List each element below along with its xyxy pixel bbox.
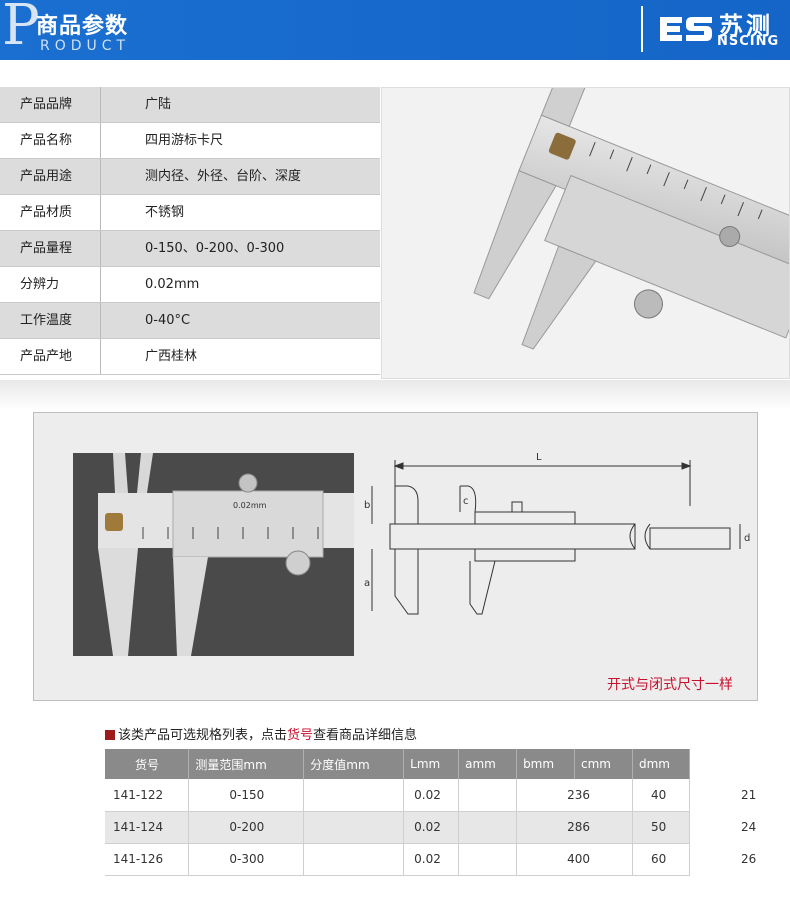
spec-key: 产品产地 [0, 339, 101, 374]
dim-label-b: b [364, 500, 370, 511]
table-row: 141-122 0-150 0.02 236 40 [105, 779, 691, 812]
cell-empty [303, 779, 405, 812]
cell-empty [458, 779, 518, 812]
spec-row: 产品材质 不锈钢 [0, 195, 380, 231]
intro-prefix: 该类产品可选规格列表，点击 [118, 728, 288, 743]
brand-name-en: NSCING [717, 34, 780, 49]
dim-label-d: d [744, 533, 750, 544]
spec-row: 产品名称 四用游标卡尺 [0, 123, 380, 159]
cell-range: 0-150 [188, 779, 305, 812]
spec-row: 产品品牌 广陆 [0, 87, 380, 123]
spec-value: 四用游标卡尺 [145, 133, 224, 148]
table-intro: 该类产品可选规格列表，点击货号查看商品详细信息 [105, 724, 417, 743]
spec-row: 产品产地 广西桂林 [0, 339, 380, 375]
header-letter: P [2, 0, 40, 58]
dim-label-L: L [536, 452, 542, 463]
col-header: 分度值mm [303, 749, 405, 779]
table-row: 141-124 0-200 0.02 286 50 [105, 811, 691, 844]
dim-label-c: c [463, 496, 469, 507]
cell-b: 286 [516, 811, 633, 844]
overflow-value: 24 [741, 820, 757, 834]
spec-value: 广西桂林 [145, 349, 198, 364]
spec-value: 0.02mm [145, 277, 200, 292]
col-header: 货号 [105, 749, 190, 779]
cell-d: 60 [632, 843, 691, 876]
spec-value: 0-40°C [145, 313, 191, 328]
spec-key: 产品名称 [0, 123, 101, 158]
spec-row: 工作温度 0-40°C [0, 303, 380, 339]
cell-empty [458, 811, 518, 844]
cell-resolution: 0.02 [403, 779, 460, 812]
cell-empty [458, 843, 518, 876]
item-number-link[interactable]: 货号 [287, 728, 314, 743]
brand-name-cn: 苏测 [719, 12, 773, 40]
spec-row: 产品用途 测内径、外径、台阶、深度 [0, 159, 380, 195]
col-header: amm [458, 749, 518, 779]
intro-suffix: 查看商品详细信息 [313, 728, 418, 743]
caliper-photo-closeup [381, 87, 790, 379]
section-subtitle: RODUCT [40, 38, 131, 54]
overflow-value: 21 [741, 788, 757, 802]
section-separator [0, 380, 790, 410]
spec-key: 工作温度 [0, 303, 101, 338]
spec-row: 产品量程 0-150、0-200、0-300 [0, 231, 380, 267]
spec-value: 测内径、外径、台阶、深度 [145, 169, 302, 184]
spec-value: 广陆 [145, 97, 172, 112]
dim-label-a: a [364, 578, 370, 589]
cell-resolution: 0.02 [403, 843, 460, 876]
table-header-row: 货号 测量范围mm 分度值mm Lmm amm bmm cmm dmm [105, 749, 691, 779]
section-title: 商品参数 [36, 14, 129, 39]
spec-value: 0-150、0-200、0-300 [145, 241, 285, 256]
cell-item-number[interactable]: 141-122 [105, 779, 190, 812]
caliper-closeup-icon [382, 88, 789, 378]
cell-d: 40 [632, 779, 691, 812]
cell-b: 400 [516, 843, 633, 876]
spec-key: 产品量程 [0, 231, 101, 266]
header-divider [641, 6, 643, 52]
header-banner: P 商品参数 RODUCT 苏测 NSCING [0, 0, 790, 60]
col-header: dmm [632, 749, 691, 779]
cell-b: 236 [516, 779, 633, 812]
overflow-value: 26 [741, 852, 757, 866]
cell-resolution: 0.02 [403, 811, 460, 844]
spec-value: 不锈钢 [145, 205, 185, 220]
col-header: cmm [574, 749, 633, 779]
cell-item-number[interactable]: 141-126 [105, 843, 190, 876]
col-header: Lmm [403, 749, 460, 779]
table-row: 141-126 0-300 0.02 400 60 [105, 843, 691, 876]
cell-range: 0-300 [188, 843, 305, 876]
cell-empty [303, 843, 405, 876]
caliper-photo-front: 0.02mm [73, 453, 354, 656]
model-table: 货号 测量范围mm 分度值mm Lmm amm bmm cmm dmm 141-… [105, 749, 691, 876]
brand-logo-icon [660, 17, 712, 41]
spec-table: 产品品牌 广陆 产品名称 四用游标卡尺 产品用途 测内径、外径、台阶、深度 产品材质 不… [0, 87, 380, 375]
col-header: bmm [516, 749, 576, 779]
spec-key: 分辨力 [0, 267, 101, 302]
drawing-note: 开式与闭式尺寸一样 [607, 677, 733, 693]
cell-d: 50 [632, 811, 691, 844]
spec-key: 产品品牌 [0, 87, 101, 122]
col-header: 测量范围mm [188, 749, 305, 779]
cell-item-number[interactable]: 141-124 [105, 811, 190, 844]
bullet-square-icon [105, 730, 115, 740]
caliper-front-icon: 0.02mm [73, 453, 354, 656]
svg-text:0.02mm: 0.02mm [233, 501, 267, 510]
spec-row: 分辨力 0.02mm [0, 267, 380, 303]
cell-range: 0-200 [188, 811, 305, 844]
spec-key: 产品材质 [0, 195, 101, 230]
cell-empty [303, 811, 405, 844]
spec-key: 产品用途 [0, 159, 101, 194]
dimension-drawing: L a b c d [364, 452, 750, 615]
